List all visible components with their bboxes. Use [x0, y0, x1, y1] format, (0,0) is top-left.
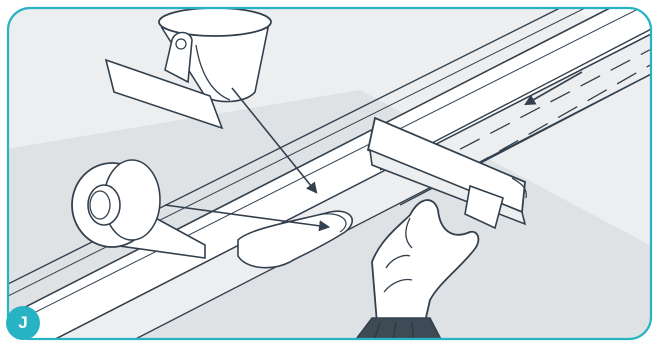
- step-badge: J: [6, 306, 40, 340]
